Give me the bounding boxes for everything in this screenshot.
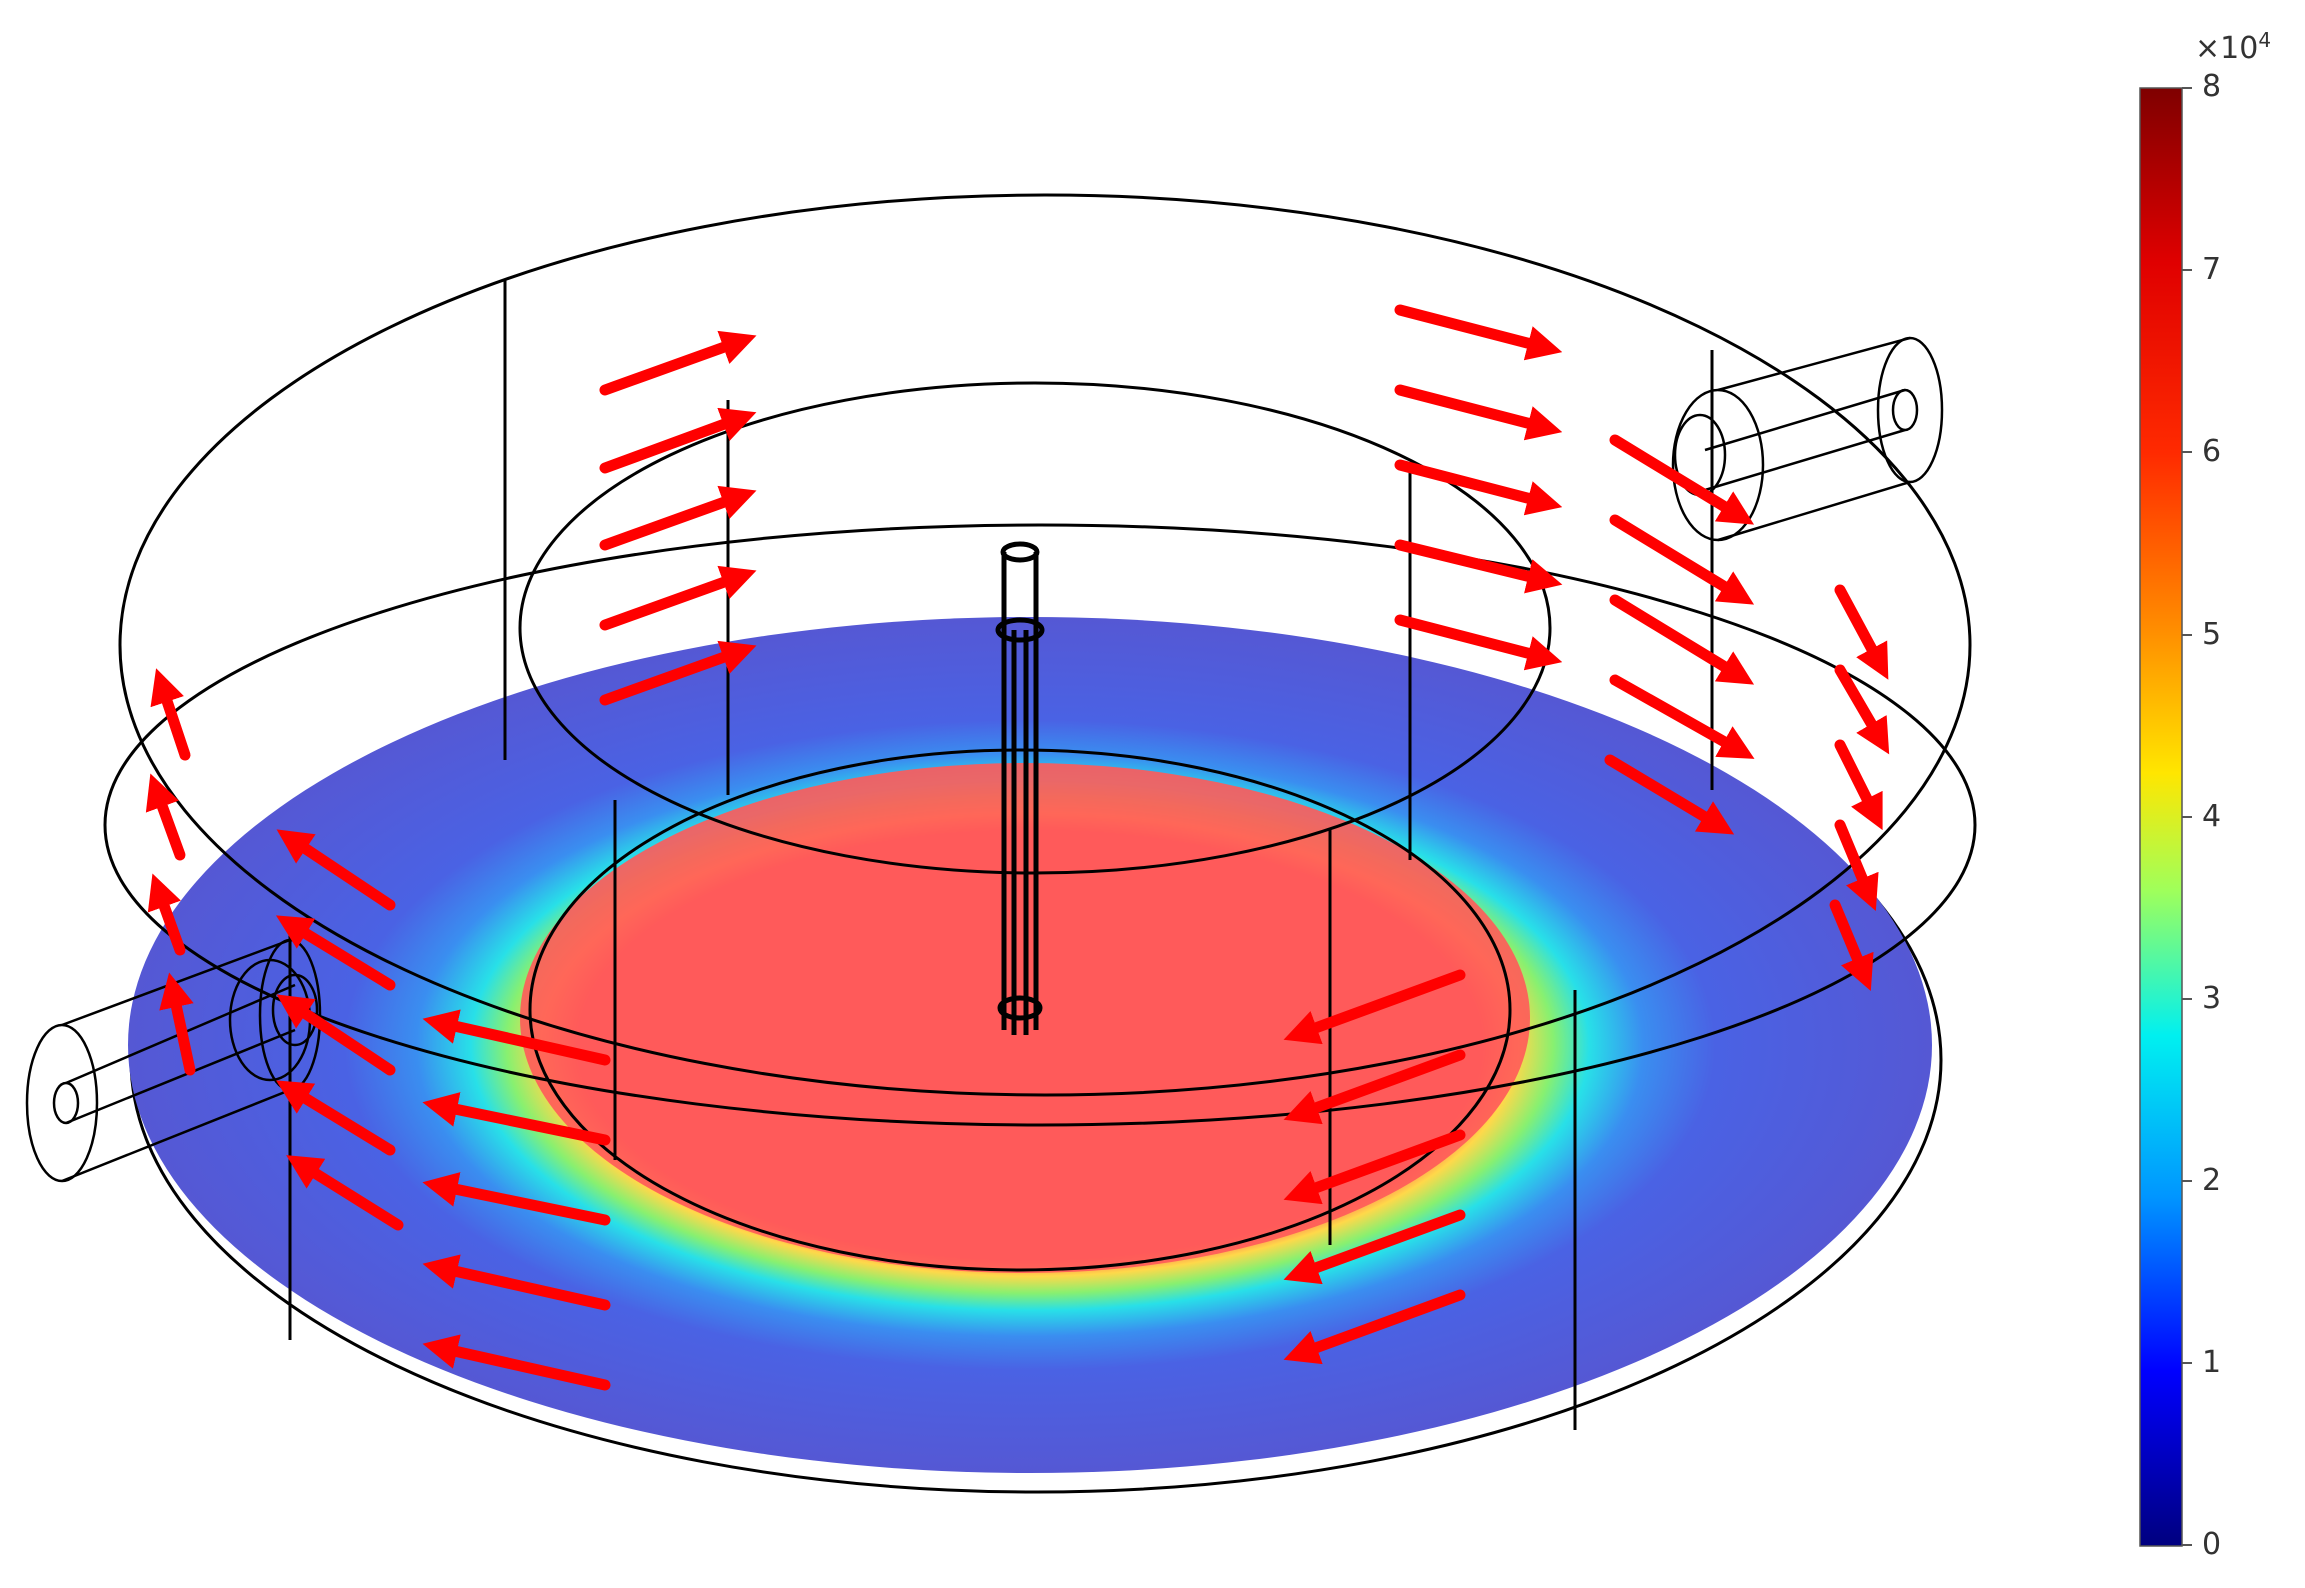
field-arrow [599,485,757,551]
field-arrow [1829,899,1874,991]
colorbar-ticks [2182,87,2192,1546]
field-arrow [1283,1289,1466,1365]
field-arrow [1609,514,1755,605]
field-arrow [1834,739,1883,831]
colorbar-gradient [2139,87,2183,1547]
colorbar-multiplier: ×104 [2195,28,2271,66]
colorbar-tick-label: 6 [2202,434,2222,469]
colorbar-tick-label: 3 [2202,981,2222,1016]
field-arrow [1834,664,1890,755]
colorbar-tick-label: 5 [2202,617,2222,652]
field-arrow [599,565,757,631]
colorbar [2139,87,2192,1547]
field-arrow [1283,1129,1466,1205]
field-arrow [159,972,196,1076]
colorbar-tick-label: 7 [2202,252,2222,287]
field-arrow [599,640,757,706]
field-arrow [1283,969,1466,1045]
field-arrow [422,1254,611,1311]
field-arrow [422,1334,611,1391]
center-probe [995,541,1045,1035]
right-port [1671,336,1944,542]
field-arrows [145,304,1890,1391]
field-arrow [422,1172,611,1226]
field-arrow [145,773,186,861]
field-arrow [275,915,396,991]
colorbar-tick-label: 4 [2202,799,2222,834]
field-arrow [1283,1209,1466,1285]
field-arrow [276,994,396,1076]
field-arrow [276,829,396,911]
field-arrow [422,1092,611,1146]
field-arrow [1394,459,1563,516]
field-arrow [1604,754,1735,835]
field-arrow [275,1080,396,1156]
field-arrow [147,873,186,956]
field-arrow [150,668,191,761]
colorbar-tick-label: 2 [2202,1163,2222,1198]
field-arrow [286,1155,404,1231]
cylinder-wireframe [103,193,1977,1430]
field-arrow [1834,584,1889,680]
field-arrow [1609,434,1755,525]
field-arrow [422,1009,611,1066]
field-arrow [1609,594,1755,685]
field-arrow [599,330,757,396]
colorbar-multiplier-exponent: 4 [2258,28,2272,52]
field-arrow [1394,304,1563,361]
colorbar-tick-label: 1 [2202,1345,2222,1380]
field-arrow [1834,819,1879,911]
field-arrow [1609,674,1755,759]
colorbar-tick-label: 0 [2202,1527,2222,1562]
field-arrow [599,407,757,474]
colorbar-multiplier-base: ×10 [2195,31,2259,66]
field-arrow [1394,384,1563,441]
colorbar-tick-label: 8 [2202,69,2222,104]
field-arrow [1394,614,1563,671]
field-arrow [1283,1049,1466,1125]
field-arrow [1394,539,1563,594]
